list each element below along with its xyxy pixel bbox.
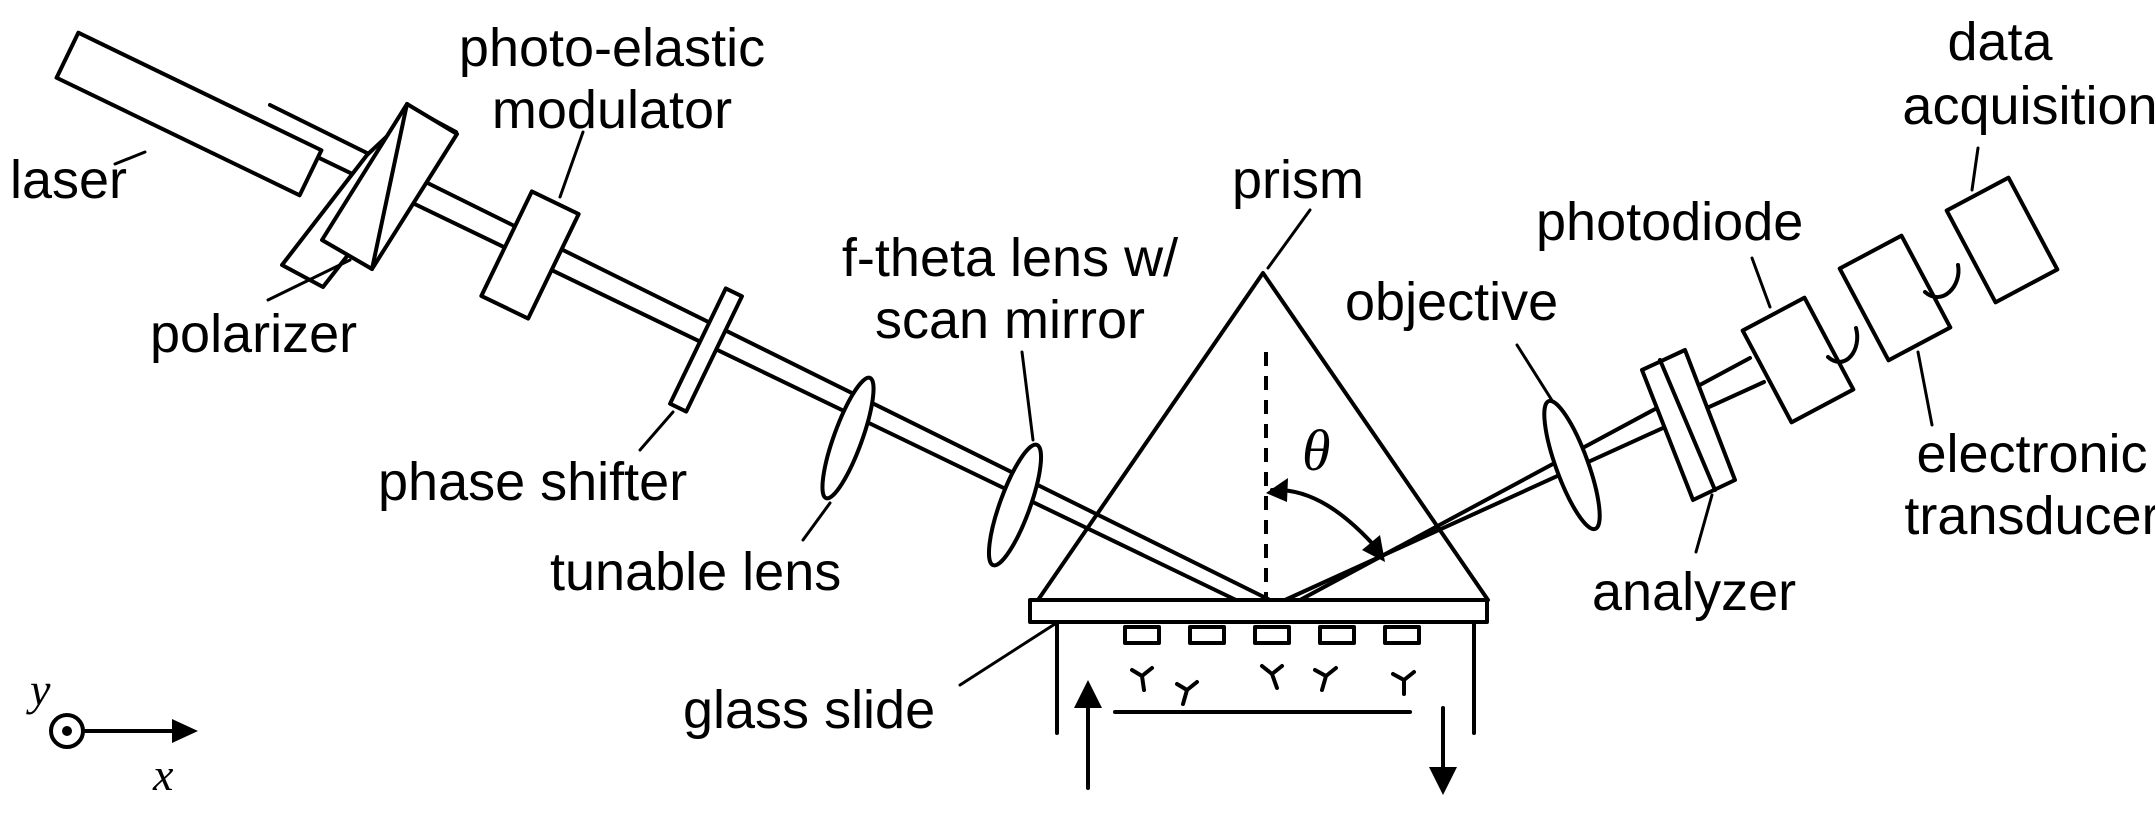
objective-element <box>1542 398 1602 532</box>
data-acquisition-element <box>1944 175 2060 305</box>
cable-transducer-daq <box>1923 263 1961 300</box>
label-pem-line2: modulator <box>492 80 732 140</box>
label-photodiode: photodiode <box>1536 192 1803 252</box>
theta-arrow-left <box>1266 478 1288 502</box>
label-theta: θ <box>1302 418 1331 483</box>
electronic-transducer-element <box>1837 233 1953 363</box>
phase-shifter-element <box>668 286 744 414</box>
polarizer-leader <box>266 258 352 302</box>
electronic-transducer-leader <box>1916 350 1934 427</box>
label-electronic-line1: electronic <box>1916 424 2147 484</box>
label-objective: objective <box>1345 272 1558 332</box>
cable-photodiode-transducer <box>1826 326 1860 364</box>
label-ftheta-line2: scan mirror <box>875 290 1145 350</box>
antibody-molecules <box>1130 664 1416 706</box>
label-data-line2: acquisition <box>1902 76 2155 136</box>
label-laser: laser <box>10 150 127 210</box>
theta-arrow-right <box>1362 535 1385 562</box>
glass-slide-element <box>1028 598 1489 624</box>
analyzer-element <box>1640 348 1737 502</box>
label-data-line1: data <box>1947 12 2053 72</box>
label-ftheta-line1: f-theta lens w/ <box>842 228 1178 288</box>
f-theta-lens-element <box>986 442 1044 568</box>
label-analyzer: analyzer <box>1592 562 1796 622</box>
photo-elastic-modulator-element <box>479 189 581 321</box>
glass-slide-leader <box>958 620 1060 687</box>
pem-leader <box>558 130 585 199</box>
laser-leader <box>113 150 147 166</box>
label-pem-line1: photo-elastic <box>459 18 765 78</box>
prism-leader <box>1266 208 1312 270</box>
flow-in-arrowhead <box>1074 680 1102 708</box>
theta-arc <box>1270 487 1382 554</box>
incident-beam <box>255 103 1272 602</box>
tunable-lens-leader <box>801 501 832 542</box>
label-phase-shifter: phase shifter <box>378 452 687 512</box>
phase-shifter-leader <box>638 410 675 452</box>
laser-body <box>54 30 324 198</box>
label-glass-slide: glass slide <box>683 680 935 740</box>
polarizer-element <box>280 102 459 289</box>
photodiode-leader <box>1750 256 1772 309</box>
label-electronic-line2: transducer <box>1904 486 2155 546</box>
label-axis-x: x <box>152 749 174 800</box>
label-tunable-lens: tunable lens <box>550 542 841 602</box>
f-theta-leader <box>1020 350 1035 442</box>
photodiode-element <box>1740 295 1856 425</box>
label-polarizer: polarizer <box>150 304 357 364</box>
analyzer-leader <box>1694 493 1714 554</box>
objective-leader <box>1515 343 1555 404</box>
data-acquisition-leader <box>1970 146 1980 192</box>
axis-indicator <box>49 713 198 749</box>
tunable-lens-element <box>820 375 876 501</box>
sensor-pads <box>1123 625 1421 645</box>
label-axis-y: y <box>26 664 51 715</box>
label-prism: prism <box>1232 150 1364 210</box>
flow-out-arrowhead <box>1429 767 1457 795</box>
